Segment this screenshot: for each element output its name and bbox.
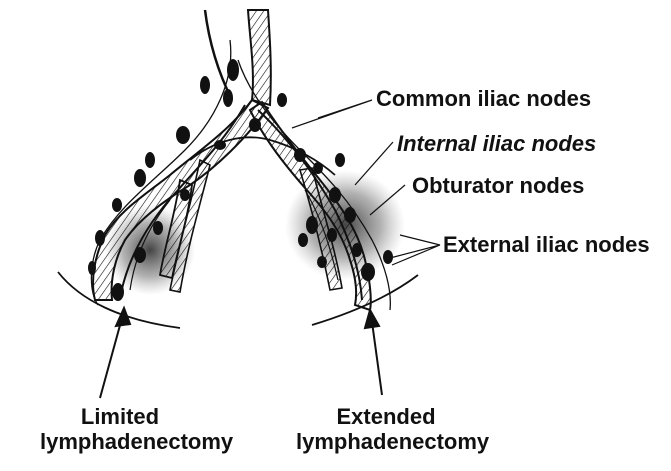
- lymph-node: [153, 221, 163, 235]
- lymph-node: [95, 230, 105, 246]
- lymph-node: [227, 59, 239, 81]
- leader-common-iliac: [292, 100, 372, 128]
- lymph-node: [214, 140, 226, 150]
- caption-extended-line1: Extended: [296, 404, 476, 429]
- extended-arrow-shaft: [372, 322, 382, 395]
- lymph-node: [361, 263, 375, 281]
- lymph-node: [223, 89, 233, 107]
- limited-arrow-shaft: [100, 318, 122, 398]
- lymph-node: [145, 152, 155, 168]
- caption-extended: Extended lymphadenectomy: [296, 404, 476, 455]
- caption-extended-line2: lymphadenectomy: [296, 429, 476, 454]
- lymph-node: [134, 169, 146, 187]
- caption-limited: Limited lymphadenectomy: [40, 404, 200, 455]
- lymph-node: [327, 228, 337, 242]
- lymph-node: [112, 283, 124, 301]
- lymph-node: [344, 207, 356, 223]
- lymph-node: [352, 243, 362, 257]
- lymph-node: [176, 126, 190, 144]
- caption-limited-line1: Limited: [40, 404, 200, 429]
- lymph-node: [306, 216, 318, 234]
- caption-limited-line2: lymphadenectomy: [40, 429, 200, 454]
- extended-arrow-head: [365, 310, 379, 328]
- label-external-iliac-nodes: External iliac nodes: [443, 234, 650, 256]
- lymph-node: [335, 153, 345, 167]
- label-internal-iliac-nodes: Internal iliac nodes: [397, 133, 596, 155]
- lymph-node: [277, 93, 287, 107]
- lymph-node: [313, 162, 323, 174]
- aorta: [248, 10, 271, 105]
- lymph-node: [298, 233, 308, 247]
- lymph-node: [329, 187, 341, 203]
- lymph-node: [134, 247, 146, 263]
- label-common-iliac-nodes: Common iliac nodes: [376, 88, 591, 110]
- lymph-node: [88, 261, 96, 275]
- lymph-node: [180, 189, 190, 201]
- lymph-node: [112, 198, 122, 212]
- lymph-node: [200, 76, 210, 94]
- lymph-node: [294, 148, 306, 162]
- limited-arrow-head: [116, 308, 130, 326]
- lymph-node: [317, 256, 327, 268]
- label-obturator-nodes: Obturator nodes: [412, 175, 584, 197]
- lymph-node: [249, 118, 261, 132]
